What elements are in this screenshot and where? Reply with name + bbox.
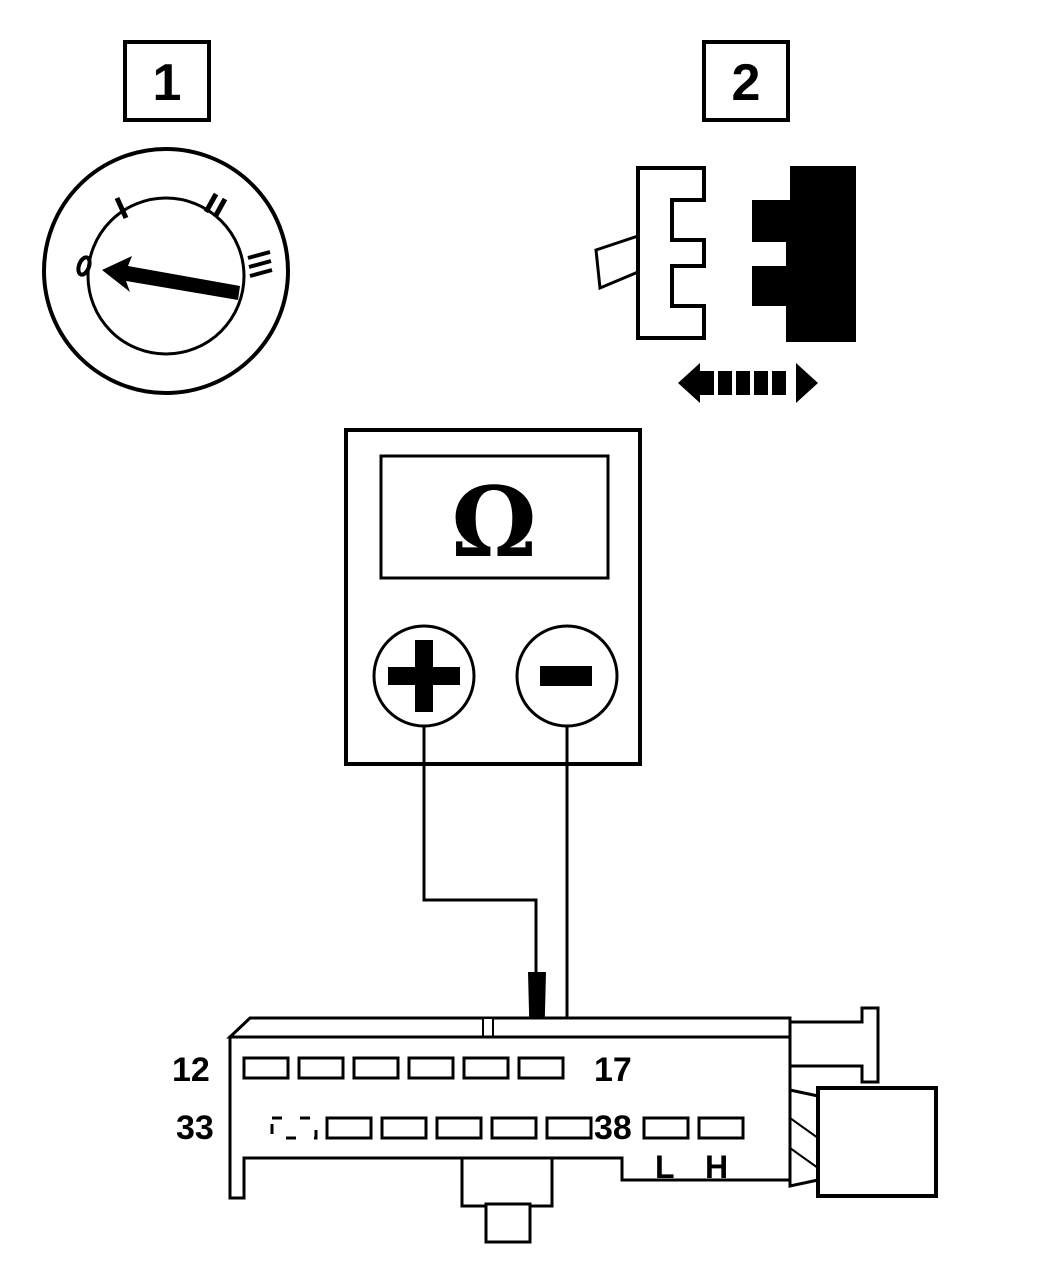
connector-disconnect xyxy=(594,166,856,403)
position-3-mark xyxy=(247,250,273,278)
upper-pin-row xyxy=(242,1056,565,1080)
position-1-mark xyxy=(114,196,129,220)
plus-terminal xyxy=(372,624,476,728)
step-2-label: 2 xyxy=(732,54,761,112)
multimeter: Ω xyxy=(344,428,642,766)
pin-h xyxy=(697,1116,745,1140)
pin-label-l: L xyxy=(655,1149,675,1185)
step-1-label: 1 xyxy=(153,54,182,112)
ignition-switch xyxy=(42,147,290,395)
multimeter-display xyxy=(379,454,610,580)
pin-label-h: H xyxy=(705,1149,728,1185)
lower-pin-row xyxy=(270,1116,745,1140)
connector-plug-half xyxy=(752,166,856,342)
ohm-symbol: Ω xyxy=(451,466,536,579)
key-arrow-icon xyxy=(102,256,240,300)
pin-label-38: 38 xyxy=(594,1109,632,1147)
connector-release-tab xyxy=(594,233,640,291)
pin-label-33: 33 xyxy=(176,1109,214,1147)
connector-socket-half xyxy=(636,166,706,340)
step-2-box: 2 xyxy=(702,40,790,122)
position-2-mark xyxy=(203,192,228,219)
pin-label-12: 12 xyxy=(172,1051,210,1089)
control-unit-connector: 12 17 33 38 L H xyxy=(172,1006,938,1244)
minus-terminal xyxy=(515,624,619,728)
pin-label-17: 17 xyxy=(594,1051,632,1089)
position-0-mark xyxy=(76,255,92,277)
separate-arrow-icon xyxy=(678,363,818,403)
step-1-box: 1 xyxy=(123,40,211,122)
side-plug xyxy=(816,1086,938,1198)
pin-l xyxy=(642,1116,690,1140)
